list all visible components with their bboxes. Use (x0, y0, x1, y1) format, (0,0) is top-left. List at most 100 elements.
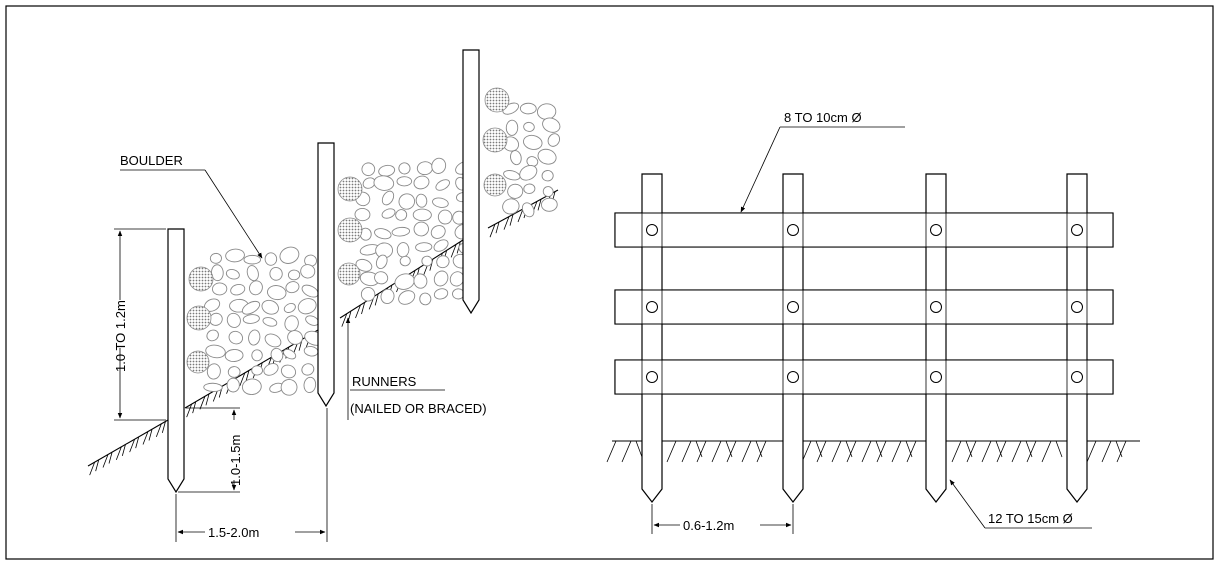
stone (523, 183, 536, 194)
ground-hatch (816, 440, 827, 463)
stone (523, 134, 543, 150)
ground-hatch (1026, 440, 1037, 463)
ground-hatch (1116, 440, 1127, 463)
stone (225, 269, 240, 280)
ground-hatch (1025, 440, 1033, 458)
stone (503, 170, 521, 181)
stone (542, 186, 554, 197)
ground-hatch (115, 446, 122, 460)
ground-hatch (696, 440, 707, 463)
ground-hatch (876, 440, 887, 463)
stone (241, 300, 261, 315)
post-1 (167, 228, 185, 494)
stone (284, 315, 299, 332)
left-posts (167, 49, 480, 494)
stone (430, 225, 446, 239)
stone (228, 330, 244, 345)
ground-hatch (95, 460, 100, 472)
ground-hatch (489, 224, 496, 238)
nails (646, 224, 1083, 383)
stone (303, 376, 317, 394)
ground-hatch (711, 440, 722, 463)
stone (413, 221, 429, 237)
ground-hatch (755, 440, 763, 458)
ground-hatch (135, 437, 140, 449)
stone (521, 202, 535, 218)
ground-hatch (1101, 440, 1112, 463)
ground-hatch (906, 440, 917, 463)
ground-hatch (845, 440, 853, 458)
stone (547, 133, 561, 147)
ground-hatch (239, 372, 246, 387)
post-b (782, 173, 804, 503)
rail-face (615, 360, 1113, 394)
ground-hatch (741, 440, 752, 463)
stone (541, 170, 554, 182)
ground-hatch (121, 444, 126, 456)
ground-hatch (1011, 440, 1022, 463)
ground-hatch (361, 302, 365, 315)
stone (415, 242, 433, 252)
ground-hatch (517, 208, 524, 223)
ground-hatch (199, 396, 206, 410)
stone (421, 255, 433, 267)
stone (243, 254, 262, 265)
stone (301, 363, 315, 376)
stone (270, 347, 284, 363)
stone (285, 281, 300, 294)
stone (205, 344, 226, 359)
stone (269, 266, 283, 281)
stone (378, 164, 396, 177)
stone (251, 365, 264, 376)
nail-circle (646, 224, 658, 236)
nail-circle (930, 301, 942, 313)
stone (206, 363, 221, 380)
ground-hatch (905, 440, 913, 458)
post-c (925, 173, 947, 503)
stone (283, 303, 296, 313)
stone (381, 190, 395, 206)
runners-sublabel: (NAILED OR BRACED) (350, 401, 487, 416)
stone (297, 298, 317, 315)
ground-hatch (509, 214, 514, 226)
stone (502, 198, 520, 215)
nail-circle (930, 371, 942, 383)
post-diameter-label: 12 TO 15cm Ø (988, 511, 1073, 526)
rail-overlay (614, 212, 1114, 395)
embedment-dimension: 1.0-1.5m (228, 435, 243, 486)
rail-face (615, 290, 1113, 324)
stone (505, 119, 519, 136)
ground-hatch (1041, 440, 1052, 463)
ground-hatch (621, 440, 632, 463)
ground-hatch (846, 440, 857, 463)
ground-hatch (148, 429, 153, 441)
stone (519, 102, 537, 115)
ground-hatch (726, 440, 737, 463)
ground-hatch (155, 423, 162, 437)
stone (437, 209, 453, 225)
stone (251, 349, 263, 362)
ground-hatch (815, 440, 823, 458)
spacing-dimension-right: 0.6-1.2m (683, 518, 734, 533)
ground-hatch (995, 440, 1003, 458)
ground-hatch (355, 304, 361, 319)
post-2 (317, 142, 335, 408)
height-dimension: 1.0 TO 1.2m (113, 300, 128, 372)
stone (355, 258, 373, 272)
ground-hatch (108, 452, 113, 464)
ground-hatch (965, 440, 973, 458)
stone (248, 329, 261, 346)
stone (303, 345, 319, 357)
stone (433, 239, 449, 252)
stone (261, 299, 279, 315)
ground-hatch (374, 294, 379, 306)
stone (279, 246, 300, 264)
stone (375, 254, 388, 270)
stone (301, 284, 319, 298)
stone (209, 252, 222, 264)
ground-hatch (666, 440, 677, 463)
ground-hatch (996, 440, 1007, 463)
stone (510, 150, 522, 166)
ground-hatch (606, 440, 617, 463)
